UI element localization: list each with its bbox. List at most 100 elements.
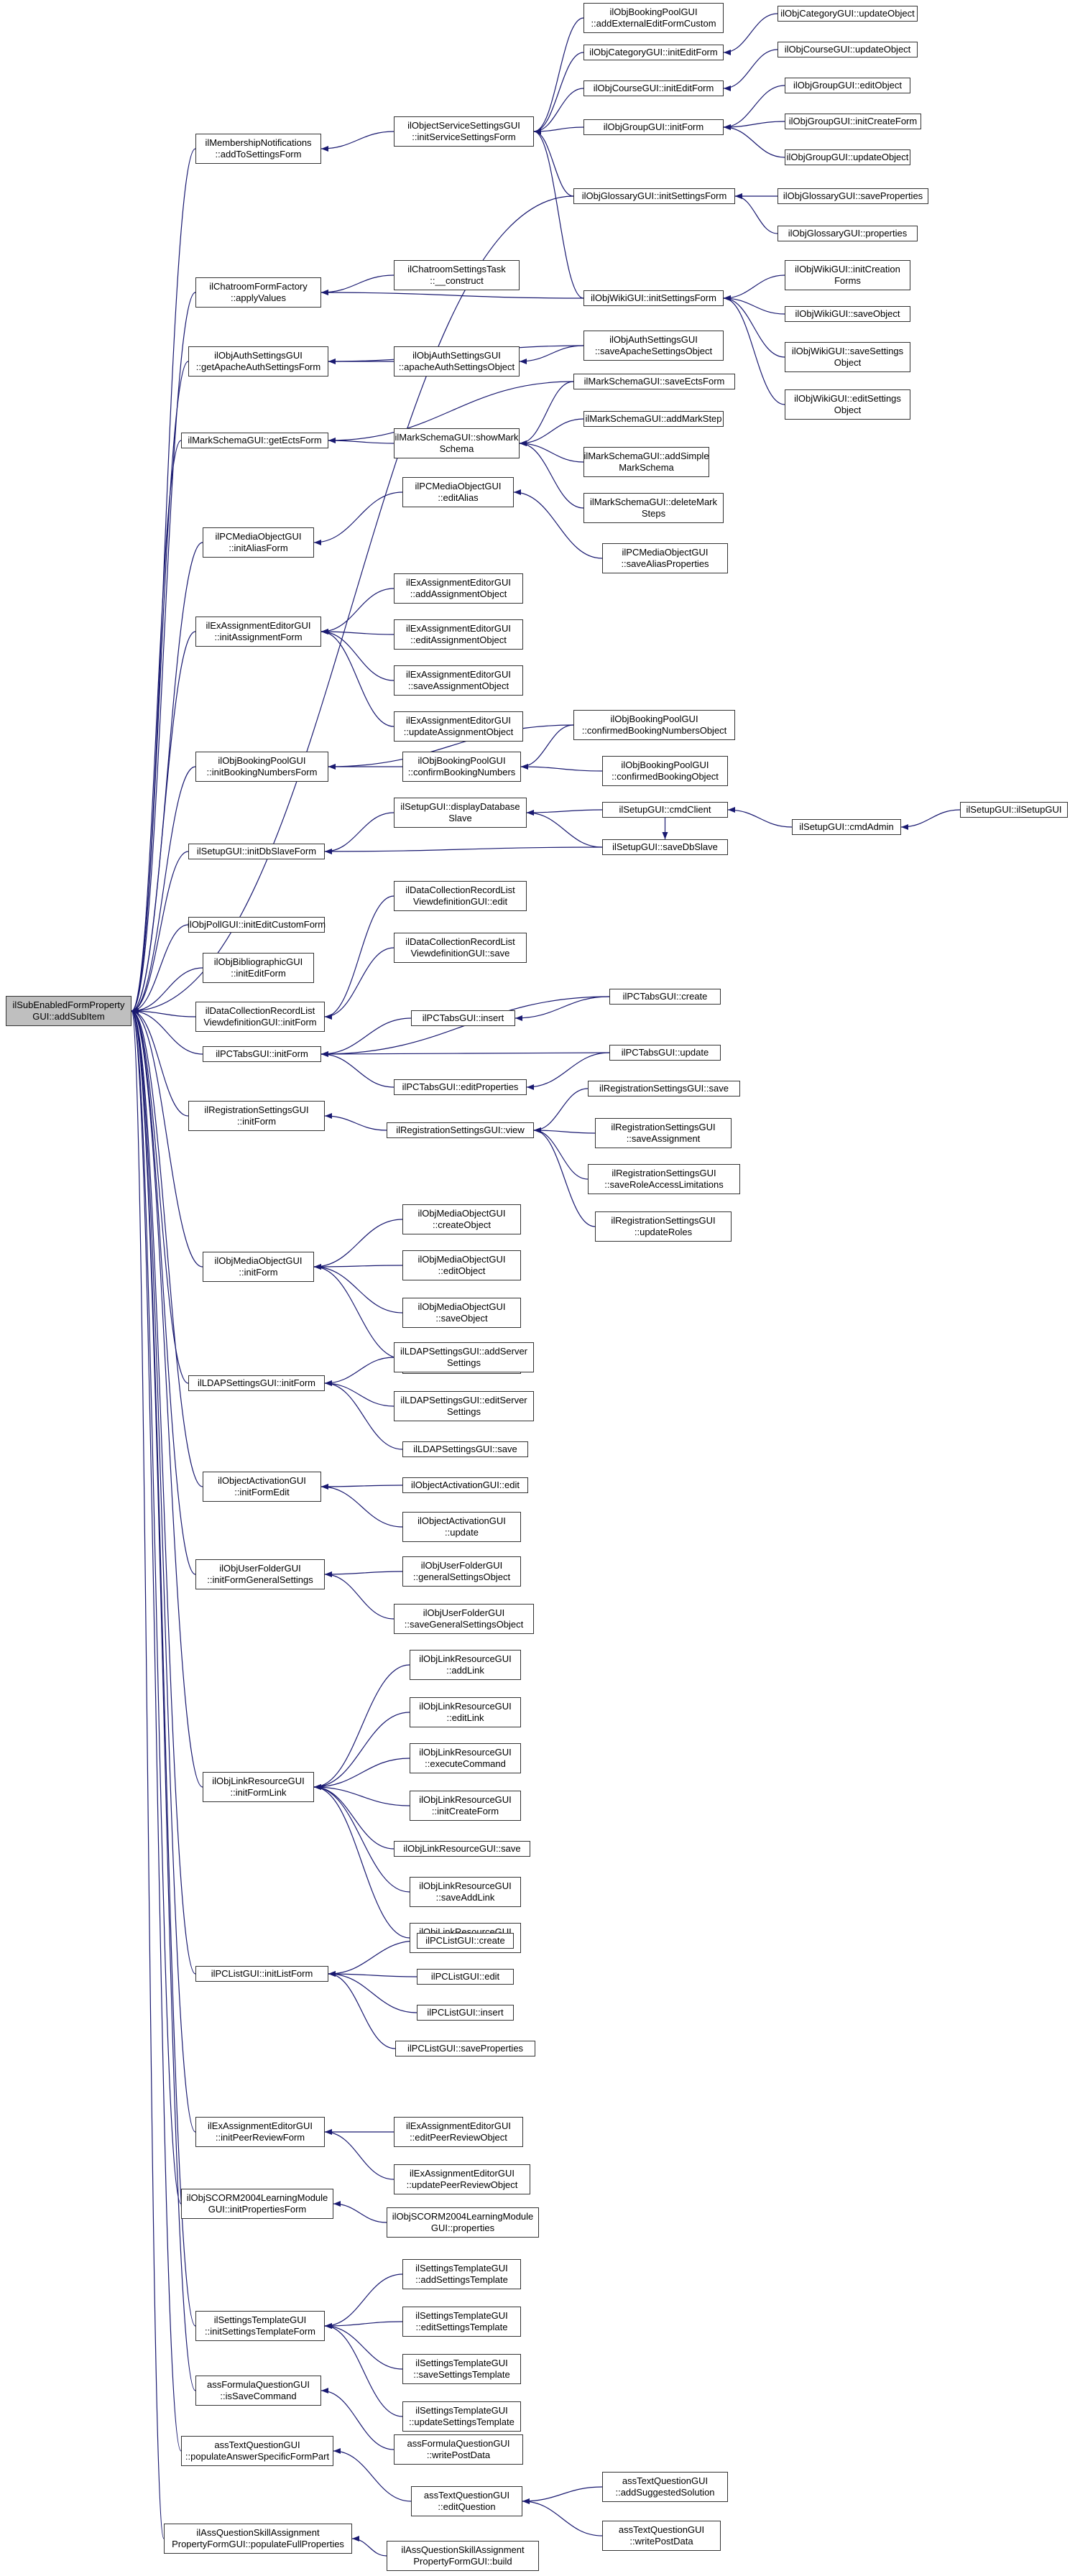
function-node[interactable]: ilMarkSchemaGUI::deleteMark Steps [583, 493, 724, 523]
function-node[interactable]: ilPCMediaObjectGUI ::saveAliasProperties [602, 543, 728, 573]
function-node[interactable]: ilMarkSchemaGUI::addMarkStep [583, 411, 724, 427]
function-node[interactable]: ilAssQuestionSkillAssignment PropertyFor… [164, 2524, 352, 2554]
function-node[interactable]: ilPCListGUI::saveProperties [395, 2041, 535, 2056]
function-node[interactable]: ilExAssignmentEditorGUI ::editPeerReview… [394, 2117, 523, 2147]
function-node[interactable]: ilObjBookingPoolGUI ::addExternalEditFor… [583, 3, 724, 33]
function-node[interactable]: ilObjAuthSettingsGUI ::saveApacheSetting… [583, 331, 724, 361]
function-node[interactable]: ilObjectServiceSettingsGUI ::initService… [394, 116, 534, 147]
function-node[interactable]: ilObjLinkResourceGUI ::initFormLink [203, 1772, 314, 1802]
function-node[interactable]: ilObjLinkResourceGUI ::executeCommand [410, 1743, 521, 1773]
function-node[interactable]: ilObjGroupGUI::editObject [785, 78, 910, 93]
function-node[interactable]: ilObjGlossaryGUI::initSettingsForm [573, 188, 735, 204]
function-node[interactable]: ilSetupGUI::ilSetupGUI [960, 802, 1068, 818]
function-node[interactable]: ilExAssignmentEditorGUI ::updatePeerRevi… [394, 2164, 530, 2194]
function-node[interactable]: ilAssQuestionSkillAssignment PropertyFor… [387, 2541, 539, 2571]
function-node[interactable]: assFormulaQuestionGUI ::isSaveCommand [195, 2376, 321, 2406]
function-node[interactable]: ilObjWikiGUI::editSettings Object [785, 389, 910, 420]
function-node[interactable]: ilObjBookingPoolGUI ::initBookingNumbers… [195, 752, 328, 782]
function-node[interactable]: ilSetupGUI::cmdClient [602, 802, 728, 818]
function-node[interactable]: ilObjCategoryGUI::initEditForm [583, 45, 724, 60]
function-node[interactable]: ilDataCollectionRecordList Viewdefinitio… [394, 933, 527, 963]
root-function-node[interactable]: ilSubEnabledFormProperty GUI::addSubItem [6, 996, 132, 1026]
function-node[interactable]: ilSettingsTemplateGUI ::updateSettingsTe… [402, 2401, 521, 2432]
function-node[interactable]: ilRegistrationSettingsGUI ::saveRoleAcce… [588, 1164, 740, 1194]
function-node[interactable]: ilLDAPSettingsGUI::addServer Settings [394, 1342, 534, 1372]
function-node[interactable]: ilPCTabsGUI::initForm [203, 1046, 321, 1062]
function-node[interactable]: ilObjBookingPoolGUI ::confirmedBookingNu… [573, 710, 735, 740]
function-node[interactable]: ilObjLinkResourceGUI ::editLink [410, 1697, 521, 1727]
function-node[interactable]: ilLDAPSettingsGUI::initForm [188, 1375, 325, 1391]
function-node[interactable]: ilPCListGUI::initListForm [195, 1966, 328, 1982]
function-node[interactable]: ilExAssignmentEditorGUI ::initPeerReview… [195, 2117, 325, 2147]
function-node[interactable]: ilChatroomSettingsTask ::__construct [394, 260, 520, 290]
function-node[interactable]: ilObjBibliographicGUI ::initEditForm [203, 953, 314, 983]
function-node[interactable]: ilPCTabsGUI::create [609, 989, 721, 1005]
function-node[interactable]: ilObjWikiGUI::saveSettings Object [785, 342, 910, 372]
function-node[interactable]: ilObjectActivationGUI ::update [402, 1512, 521, 1542]
function-node[interactable]: ilExAssignmentEditorGUI ::updateAssignme… [394, 711, 523, 742]
function-node[interactable]: ilObjUserFolderGUI ::generalSettingsObje… [402, 1556, 521, 1587]
function-node[interactable]: ilSetupGUI::saveDbSlave [602, 839, 728, 855]
function-node[interactable]: ilObjCourseGUI::initEditForm [583, 80, 724, 96]
function-node[interactable]: assFormulaQuestionGUI ::writePostData [394, 2434, 523, 2465]
function-node[interactable]: ilPCListGUI::create [417, 1933, 514, 1949]
function-node[interactable]: ilObjectActivationGUI::edit [402, 1477, 528, 1493]
function-node[interactable]: ilPCListGUI::insert [417, 2005, 514, 2021]
function-node[interactable]: ilObjBookingPoolGUI ::confirmBookingNumb… [402, 752, 521, 782]
function-node[interactable]: ilObjectActivationGUI ::initFormEdit [203, 1472, 321, 1502]
function-node[interactable]: ilMembershipNotifications ::addToSetting… [195, 134, 321, 164]
function-node[interactable]: ilObjPollGUI::initEditCustomForm [188, 917, 326, 933]
function-node[interactable]: ilPCListGUI::edit [417, 1969, 514, 1985]
function-node[interactable]: ilExAssignmentEditorGUI ::saveAssignment… [394, 665, 523, 696]
function-node[interactable]: ilObjGroupGUI::initForm [583, 119, 724, 135]
function-node[interactable]: ilChatroomFormFactory ::applyValues [195, 277, 321, 308]
function-node[interactable]: ilObjGlossaryGUI::properties [778, 226, 918, 241]
function-node[interactable]: assTextQuestionGUI ::writePostData [602, 2521, 721, 2551]
function-node[interactable]: ilObjWikiGUI::initCreation Forms [785, 260, 910, 290]
function-node[interactable]: ilPCMediaObjectGUI ::initAliasForm [203, 527, 314, 558]
function-node[interactable]: ilObjSCORM2004LearningModule GUI::proper… [387, 2207, 539, 2238]
function-node[interactable]: ilMarkSchemaGUI::addSimple MarkSchema [583, 447, 709, 477]
function-node[interactable]: ilSettingsTemplateGUI ::editSettingsTemp… [402, 2307, 521, 2337]
function-node[interactable]: ilExAssignmentEditorGUI ::addAssignmentO… [394, 573, 523, 604]
function-node[interactable]: assTextQuestionGUI ::addSuggestedSolutio… [602, 2472, 728, 2502]
function-node[interactable]: ilPCTabsGUI::update [609, 1045, 721, 1061]
function-node[interactable]: ilObjCourseGUI::updateObject [778, 42, 918, 57]
function-node[interactable]: ilExAssignmentEditorGUI ::editAssignment… [394, 619, 523, 650]
function-node[interactable]: ilSettingsTemplateGUI ::saveSettingsTemp… [402, 2354, 521, 2384]
function-node[interactable]: ilExAssignmentEditorGUI ::initAssignment… [195, 617, 321, 647]
function-node[interactable]: ilObjMediaObjectGUI ::initForm [203, 1252, 314, 1282]
function-node[interactable]: ilMarkSchemaGUI::showMark Schema [394, 428, 520, 458]
function-node[interactable]: ilRegistrationSettingsGUI::save [588, 1081, 740, 1097]
function-node[interactable]: ilObjLinkResourceGUI ::addLink [410, 1650, 521, 1680]
function-node[interactable]: ilSettingsTemplateGUI ::initSettingsTemp… [195, 2311, 325, 2341]
function-node[interactable]: ilObjCategoryGUI::updateObject [778, 6, 918, 22]
function-node[interactable]: ilPCTabsGUI::editProperties [394, 1079, 527, 1095]
function-node[interactable]: ilPCMediaObjectGUI ::editAlias [402, 477, 514, 507]
function-node[interactable]: ilMarkSchemaGUI::saveEctsForm [573, 374, 735, 389]
function-node[interactable]: ilSetupGUI::initDbSlaveForm [188, 844, 325, 859]
function-node[interactable]: ilObjMediaObjectGUI ::createObject [402, 1204, 521, 1234]
function-node[interactable]: ilSetupGUI::cmdAdmin [792, 819, 901, 835]
function-node[interactable]: ilObjSCORM2004LearningModule GUI::initPr… [181, 2189, 333, 2219]
function-node[interactable]: ilObjGlossaryGUI::saveProperties [778, 188, 928, 204]
function-node[interactable]: assTextQuestionGUI ::editQuestion [411, 2486, 522, 2516]
function-node[interactable]: ilObjAuthSettingsGUI ::getApacheAuthSett… [188, 346, 328, 377]
function-node[interactable]: ilLDAPSettingsGUI::editServer Settings [394, 1391, 534, 1421]
function-node[interactable]: ilMarkSchemaGUI::getEctsForm [181, 433, 328, 448]
function-node[interactable]: ilObjUserFolderGUI ::initFormGeneralSett… [195, 1559, 325, 1589]
function-node[interactable]: ilObjLinkResourceGUI ::saveAddLink [410, 1877, 521, 1907]
function-node[interactable]: ilObjWikiGUI::saveObject [785, 306, 910, 322]
function-node[interactable]: ilObjWikiGUI::initSettingsForm [583, 290, 724, 306]
function-node[interactable]: assTextQuestionGUI ::populateAnswerSpeci… [181, 2436, 333, 2466]
function-node[interactable]: ilPCTabsGUI::insert [411, 1010, 515, 1026]
function-node[interactable]: ilObjGroupGUI::updateObject [785, 149, 910, 165]
function-node[interactable]: ilObjAuthSettingsGUI ::apacheAuthSetting… [394, 346, 520, 377]
function-node[interactable]: ilSettingsTemplateGUI ::addSettingsTempl… [402, 2259, 521, 2289]
function-node[interactable]: ilDataCollectionRecordList Viewdefinitio… [195, 1002, 325, 1032]
function-node[interactable]: ilRegistrationSettingsGUI ::updateRoles [595, 1211, 732, 1242]
function-node[interactable]: ilObjBookingPoolGUI ::confirmedBookingOb… [602, 756, 728, 786]
function-node[interactable]: ilRegistrationSettingsGUI ::saveAssignme… [595, 1118, 732, 1148]
function-node[interactable]: ilDataCollectionRecordList Viewdefinitio… [394, 881, 527, 911]
function-node[interactable]: ilObjMediaObjectGUI ::editObject [402, 1250, 521, 1280]
